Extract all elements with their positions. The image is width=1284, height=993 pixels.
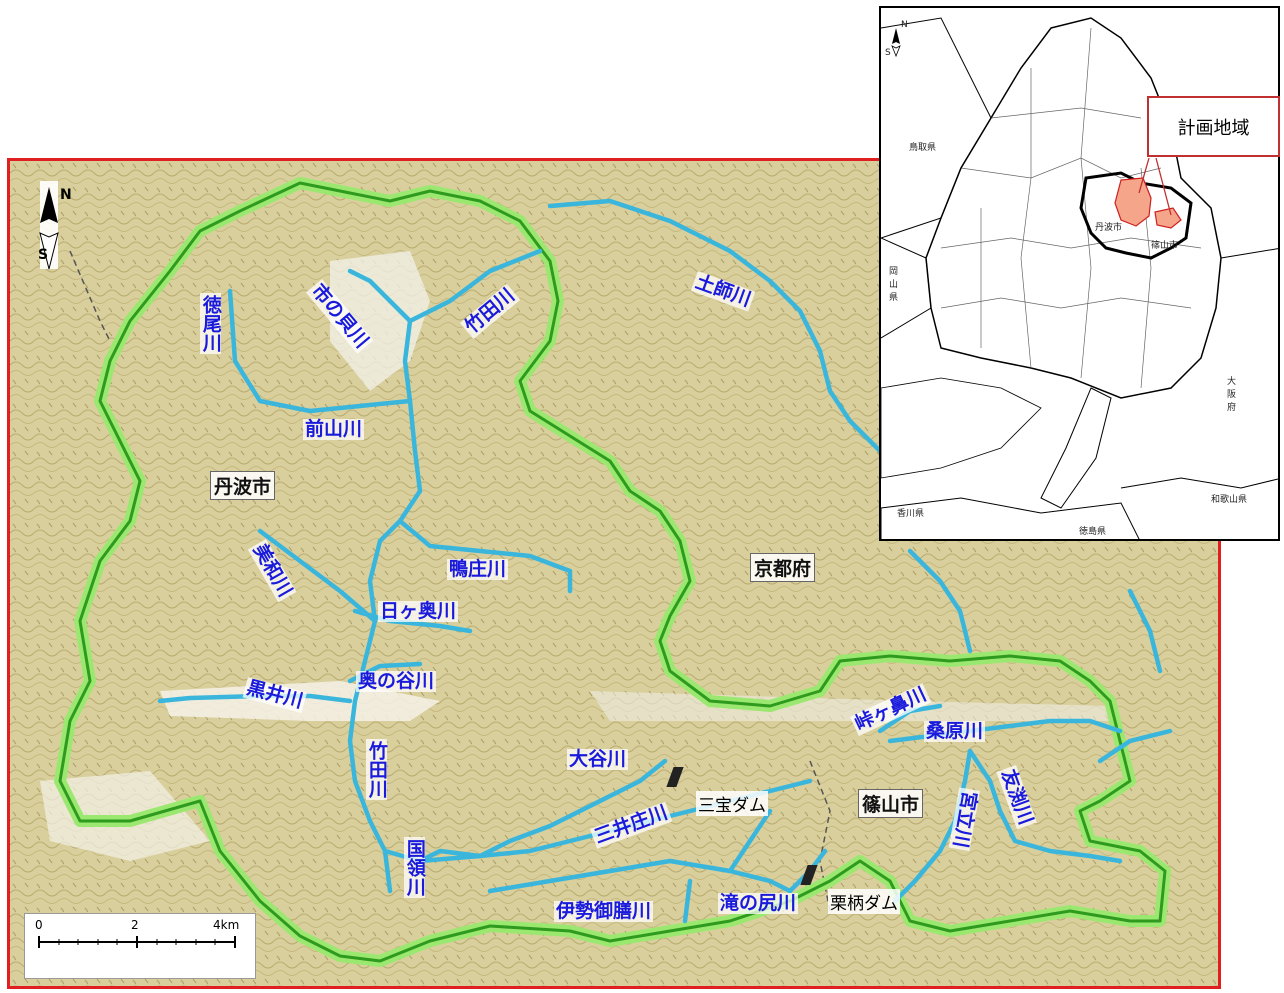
inset-north-label: N xyxy=(901,20,908,30)
inset-south-label: S xyxy=(885,48,891,58)
inset-label-kagawa: 香川県 xyxy=(897,509,925,519)
scale-tick-0: 0 xyxy=(35,918,43,932)
river-label-maeyama: 前山川 xyxy=(303,418,365,440)
scale-bar-graphic xyxy=(38,936,236,948)
river-label-takeda-lower: 竹田川 xyxy=(365,739,388,800)
north-label: N xyxy=(60,187,72,203)
river-label-tokuo: 徳尾川 xyxy=(199,293,222,354)
inset-label-tottori: 鳥取県 xyxy=(909,143,937,153)
river-label-hikaoku: 日ヶ奥川 xyxy=(378,600,459,622)
dam-label-sanpo: 三宝ダム xyxy=(696,791,768,816)
inset-label-sasayama: 篠山市 xyxy=(1151,241,1179,251)
river-label-okunotani: 奥の谷川 xyxy=(356,670,437,692)
inset-label-okayama: 岡山県 xyxy=(889,267,899,303)
inset-label-tokushima: 徳島県 xyxy=(1079,527,1107,537)
south-label: S xyxy=(38,247,49,263)
river-label-otani: 大谷川 xyxy=(567,748,629,770)
city-label-tamba: 丹波市 xyxy=(210,471,276,500)
scale-tick-2: 2 xyxy=(131,918,139,932)
inset-label-tamba: 丹波市 xyxy=(1095,223,1123,233)
dam-label-kuritsuka: 栗柄ダム xyxy=(828,889,900,914)
river-label-kuwahara: 桑原川 xyxy=(924,720,986,742)
basin-boundary xyxy=(54,177,1171,967)
inset-north-arrow xyxy=(891,28,901,58)
plan-area-callout: 計画地域 xyxy=(1147,96,1280,157)
north-arrow-graphic xyxy=(39,181,59,270)
inset-graphics xyxy=(881,17,1278,539)
inset-locator-map: N S 鳥取県 岡山県 大阪府 和歌山県 香川県 徳島県 丹波市 篠山市 xyxy=(879,6,1280,541)
city-label-sasayama: 篠山市 xyxy=(858,789,924,818)
river-label-iseomizen: 伊勢御膳川 xyxy=(554,900,654,922)
river-label-takinoshiri: 滝の尻川 xyxy=(718,892,799,914)
river-label-kokuryo: 国領川 xyxy=(403,837,426,898)
city-label-kyoto: 京都府 xyxy=(750,553,816,582)
plan-area-highlight xyxy=(1114,177,1182,229)
scale-tick-4: 4km xyxy=(213,918,240,932)
inset-label-osaka: 大阪府 xyxy=(1227,377,1237,413)
river-label-kamosho: 鴨庄川 xyxy=(447,558,509,580)
inset-label-wakayama: 和歌山県 xyxy=(1211,495,1248,505)
scale-bar: 0 2 4km xyxy=(24,913,256,979)
